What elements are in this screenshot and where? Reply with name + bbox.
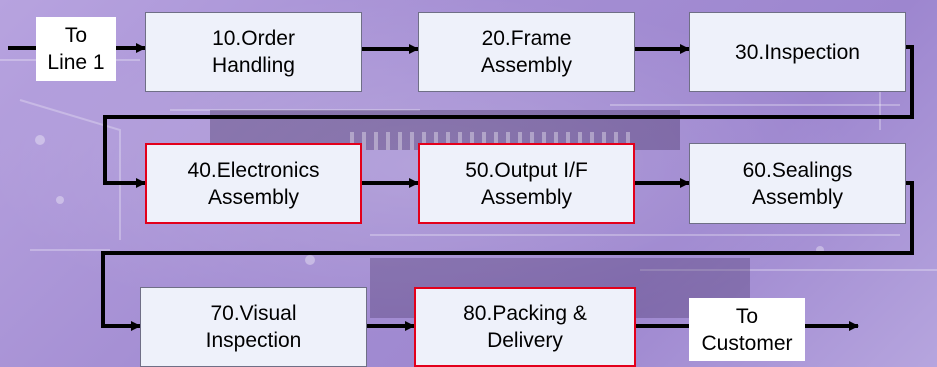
step-60-sealings-assembly: 60.Sealings Assembly bbox=[689, 143, 906, 224]
end-terminal: To Customer bbox=[689, 298, 805, 361]
step-80-packing-delivery: 80.Packing & Delivery bbox=[414, 287, 636, 367]
step-30-inspection: 30.Inspection bbox=[689, 12, 906, 92]
start-terminal: To Line 1 bbox=[36, 17, 116, 81]
step-40-electronics-assembly: 40.Electronics Assembly bbox=[145, 143, 362, 224]
step-10-order-handling: 10.Order Handling bbox=[145, 12, 362, 92]
step-70-visual-inspection: 70.Visual Inspection bbox=[140, 287, 367, 367]
connector-30-to-40 bbox=[103, 45, 914, 188]
connector-60-to-70 bbox=[101, 181, 914, 331]
step-20-frame-assembly: 20.Frame Assembly bbox=[418, 12, 635, 92]
step-50-output-if-assembly: 50.Output I/F Assembly bbox=[418, 143, 635, 224]
